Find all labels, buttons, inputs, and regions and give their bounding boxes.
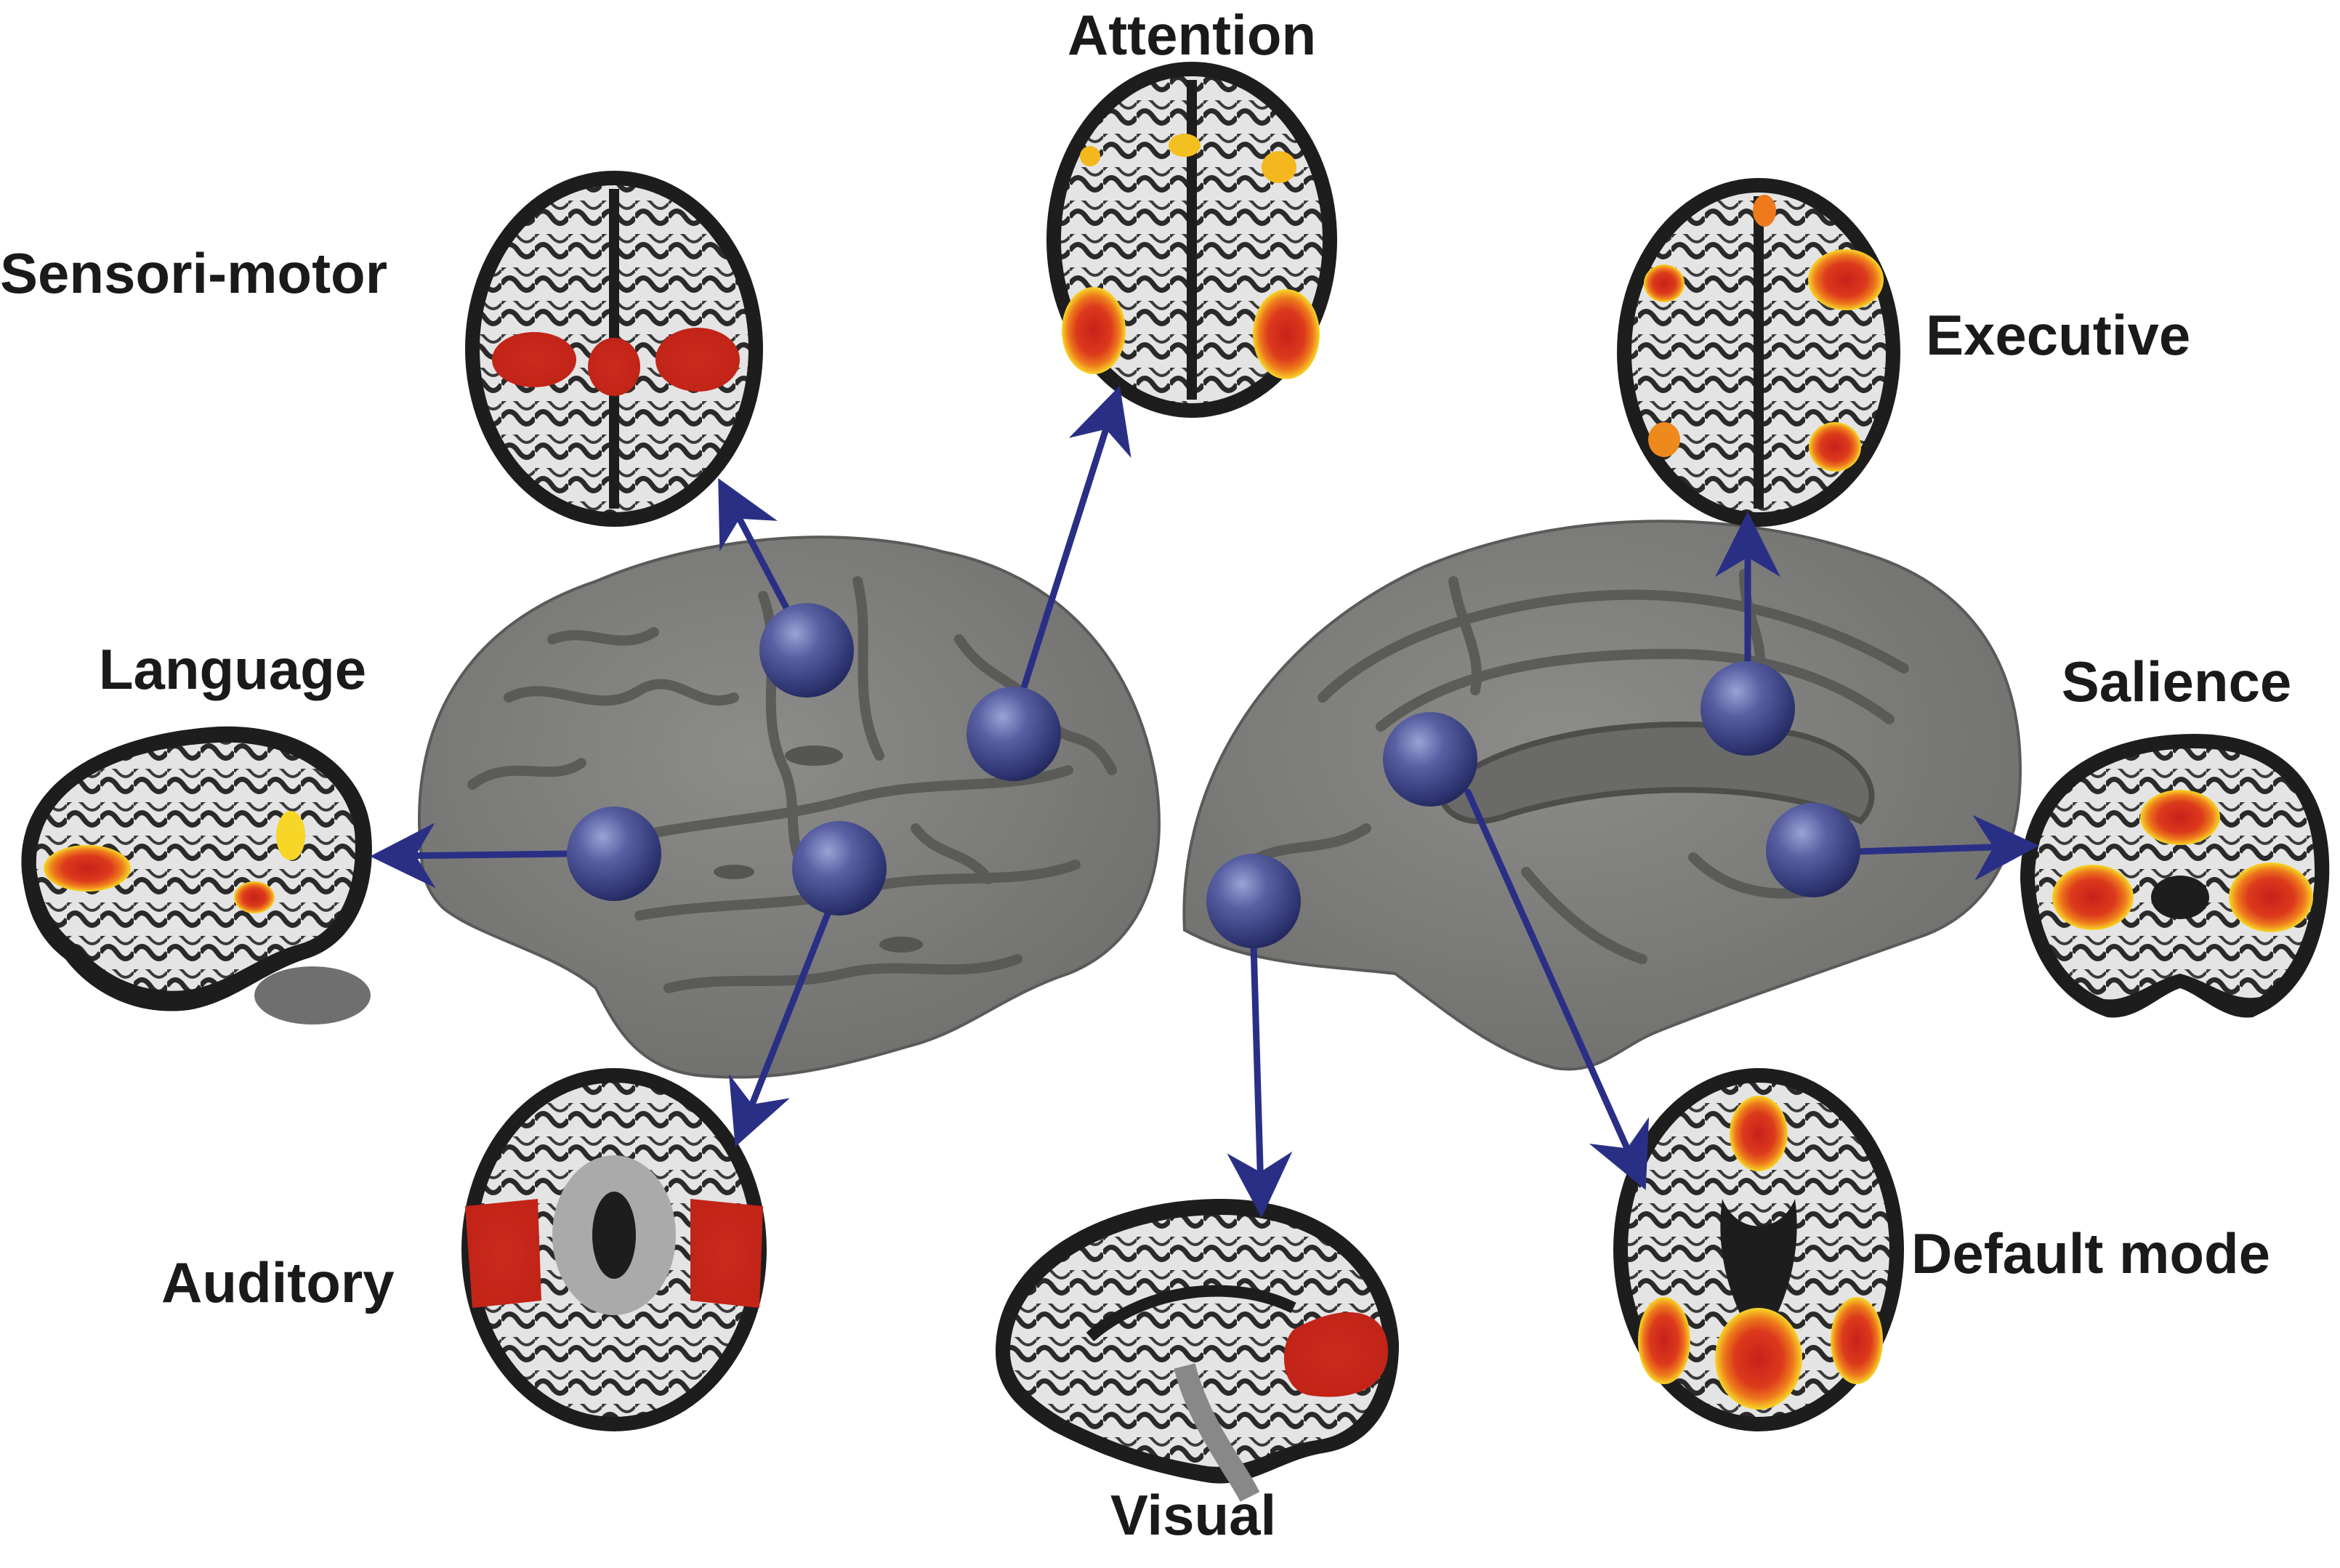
label-auditory: Auditory bbox=[161, 1250, 395, 1314]
label-attention: Attention bbox=[1068, 3, 1316, 67]
node-sensori-motor bbox=[759, 603, 854, 698]
node-default-mode bbox=[1383, 712, 1477, 807]
arrow-default-mode bbox=[1464, 788, 1650, 1190]
medial-brain-surface bbox=[1182, 520, 2022, 1071]
attention-slice bbox=[1046, 62, 1337, 418]
label-executive: Executive bbox=[1926, 303, 2190, 367]
node-visual bbox=[1206, 854, 1301, 948]
label-default-mode: Default mode bbox=[1911, 1221, 2270, 1285]
label-language: Language bbox=[99, 637, 366, 701]
node-auditory bbox=[792, 821, 887, 916]
node-executive bbox=[1700, 661, 1795, 756]
arrow-salience bbox=[1853, 815, 2039, 881]
network-nodes bbox=[567, 603, 1860, 948]
network-labels: Sensori-motor Attention Executive Langua… bbox=[0, 3, 2291, 1547]
node-attention bbox=[967, 687, 1061, 781]
node-salience bbox=[1766, 803, 1860, 897]
visual-slice bbox=[996, 1199, 1399, 1502]
arrow-attention bbox=[1010, 385, 1131, 723]
default-mode-slice bbox=[1613, 1068, 1904, 1431]
sensori-motor-slice bbox=[465, 171, 763, 527]
lateral-brain-surface bbox=[418, 536, 1161, 1079]
arrow-language bbox=[370, 823, 570, 889]
language-slice bbox=[21, 726, 372, 1025]
arrow-visual bbox=[1227, 941, 1293, 1218]
label-visual: Visual bbox=[1110, 1483, 1276, 1547]
executive-slice bbox=[1617, 178, 1900, 527]
node-language bbox=[567, 807, 661, 901]
arrow-auditory bbox=[729, 908, 832, 1147]
auditory-slice bbox=[461, 1068, 767, 1431]
label-salience: Salience bbox=[2062, 650, 2292, 714]
salience-slice bbox=[2020, 734, 2330, 1018]
label-sensori-motor: Sensori-motor bbox=[0, 241, 387, 305]
